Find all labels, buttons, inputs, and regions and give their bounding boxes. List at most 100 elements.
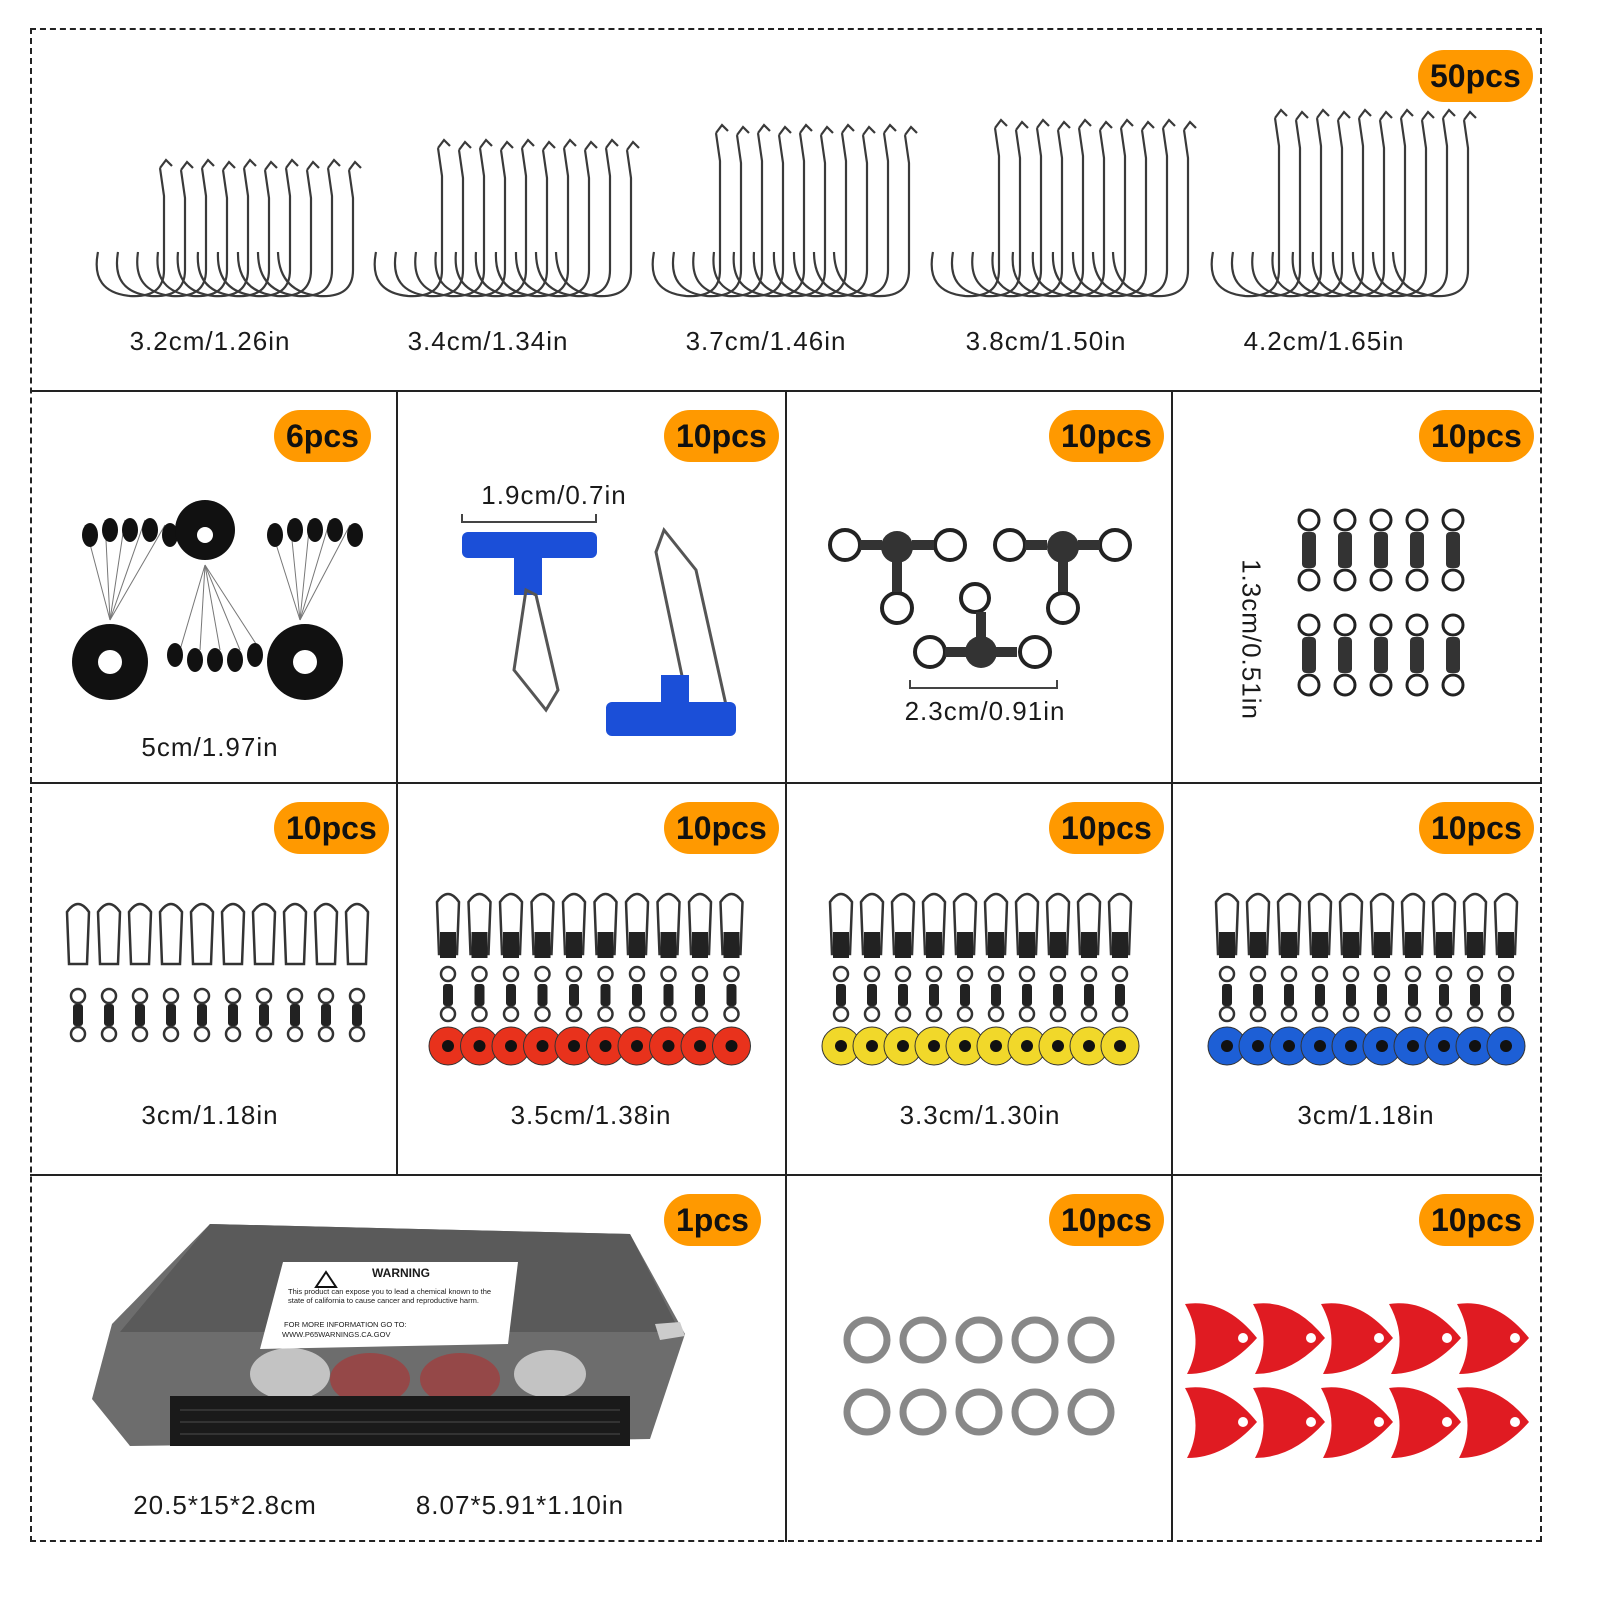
snap-swivels-cell: 10pcs 3cm/1.18in: [30, 782, 396, 1174]
quantity-badge: 10pcs: [1049, 802, 1164, 854]
rolling-swivel-icon: [1369, 508, 1393, 592]
hook-icon: [1071, 120, 1155, 298]
hook-icon: [671, 125, 750, 298]
float-tab-icon: [1253, 1387, 1325, 1458]
bead-snap-icon: [945, 892, 985, 1066]
warning-title: WARNING: [372, 1266, 430, 1280]
quantity-badge: 10pcs: [1419, 802, 1534, 854]
hook-icon: [414, 138, 493, 298]
split-ring-icon: [1011, 1316, 1059, 1364]
split-ring-icon: [899, 1316, 947, 1364]
hook-icon: [95, 158, 173, 298]
hook-icon: [732, 123, 813, 298]
quantity-badge: 50pcs: [1418, 50, 1533, 102]
hook-icon: [991, 120, 1071, 298]
float-tab-icon: [1321, 1387, 1393, 1458]
hook-icon: [752, 125, 834, 298]
bead-snap-icon: [649, 892, 688, 1066]
size-label: 1.9cm/0.7in: [481, 480, 627, 510]
split-ring-icon: [843, 1316, 891, 1364]
hooks-illustration: [95, 108, 1477, 298]
quantity-badge: 6pcs: [274, 410, 371, 462]
snap-swivel-icon: [344, 902, 370, 1043]
snap-swivel-icon: [313, 902, 339, 1043]
red-float-tabs-illustration: [1185, 1303, 1529, 1458]
snap-swivel-icon: [158, 902, 184, 1043]
sinker-slides-illustration: [461, 514, 736, 736]
hook-size-label: 3.7cm/1.46in: [685, 326, 847, 356]
blue-bead-snaps-illustration: [1207, 892, 1526, 1066]
hook-icon: [136, 158, 215, 298]
snap-swivel-icon: [127, 902, 153, 1043]
float-tab-icon: [1389, 1387, 1461, 1458]
float-tab-icon: [1253, 1303, 1325, 1374]
warning-more-info: FOR MORE INFORMATION GO TO:: [284, 1320, 407, 1329]
split-ring-icon: [1067, 1388, 1115, 1436]
hook-icon: [1111, 120, 1197, 298]
bead-snap-icon: [1100, 892, 1140, 1066]
bead-snap-icon: [1238, 892, 1278, 1066]
hook-icon: [534, 138, 619, 298]
snap-swivel-icon: [96, 902, 122, 1043]
hook-icon: [474, 140, 556, 298]
size-label: 3cm/1.18in: [1297, 1100, 1435, 1130]
hook-icon: [971, 118, 1050, 298]
split-ring-icon: [955, 1388, 1003, 1436]
hook-icon: [772, 123, 855, 298]
hook-icon: [1230, 110, 1309, 298]
split-ring-icon: [955, 1316, 1003, 1364]
snap-swivel-icon: [189, 902, 215, 1043]
hook-icon: [373, 138, 451, 298]
hook-icon: [1371, 108, 1456, 298]
rolling-swivel-icon: [1297, 508, 1321, 592]
blue-bead-snaps-cell: 10pcs 3cm/1.18in: [1171, 782, 1542, 1174]
divider: [785, 390, 787, 1542]
bead-snap-icon: [554, 892, 594, 1066]
snap-swivel-icon: [65, 902, 91, 1043]
quantity-badge: 10pcs: [1419, 1194, 1534, 1246]
bead-snap-icon: [1486, 892, 1526, 1066]
rolling-swivel-icon: [1441, 613, 1465, 697]
split-ring-icon: [843, 1388, 891, 1436]
warning-text: This product can expose you to lead a ch…: [288, 1287, 492, 1305]
hook-icon: [393, 140, 472, 298]
warning-url: WWW.P65WARNINGS.CA.GOV: [282, 1330, 391, 1339]
quantity-badge: 10pcs: [1049, 410, 1164, 462]
hook-icon: [115, 160, 194, 298]
float-stoppers-illustration: [72, 500, 363, 700]
hook-icon: [1291, 108, 1372, 298]
hook-icon: [930, 118, 1008, 298]
hook-icon: [434, 140, 514, 298]
snap-swivel-icon: [282, 902, 308, 1043]
three-way-swivels-cell: 10pcs 2.3cm/0.91in: [785, 390, 1171, 782]
hook-icon: [1331, 108, 1414, 298]
split-ring-icon: [899, 1388, 947, 1436]
bead-snap-icon: [428, 892, 468, 1066]
bead-snap-icon: [1362, 892, 1402, 1066]
tackle-box-illustration: [92, 1224, 685, 1446]
hook-icon: [216, 158, 299, 298]
size-label: 2.3cm/0.91in: [904, 696, 1066, 726]
bead-snap-icon: [460, 892, 499, 1066]
bead-snap-icon: [883, 892, 923, 1066]
rolling-swivel-icon: [1369, 613, 1393, 697]
hook-icon: [1351, 110, 1435, 298]
size-label: 3.3cm/1.30in: [899, 1100, 1061, 1130]
bead-snap-icon: [523, 892, 562, 1066]
hook-icon: [950, 120, 1029, 298]
hook-icon: [494, 138, 577, 298]
hook-icon: [196, 160, 278, 298]
rolling-swivel-icon: [1441, 508, 1465, 592]
bead-snap-icon: [1207, 892, 1247, 1066]
bead-snap-icon: [1331, 892, 1371, 1066]
split-rings-illustration: [843, 1316, 1115, 1436]
rolling-swivel-icon: [1297, 613, 1321, 697]
size-label: 3cm/1.18in: [141, 1100, 279, 1130]
hook-icon: [651, 123, 729, 298]
hook-icon: [514, 140, 598, 298]
hook-icon: [792, 125, 876, 298]
rolling-swivel-icon: [1333, 613, 1357, 697]
bead-snap-icon: [1393, 892, 1433, 1066]
bead-snap-icon: [821, 892, 861, 1066]
hooks-section: 50pcs 3.2cm/1.26in 3.4cm/1.34in 3.7cm/1.…: [30, 28, 1542, 390]
